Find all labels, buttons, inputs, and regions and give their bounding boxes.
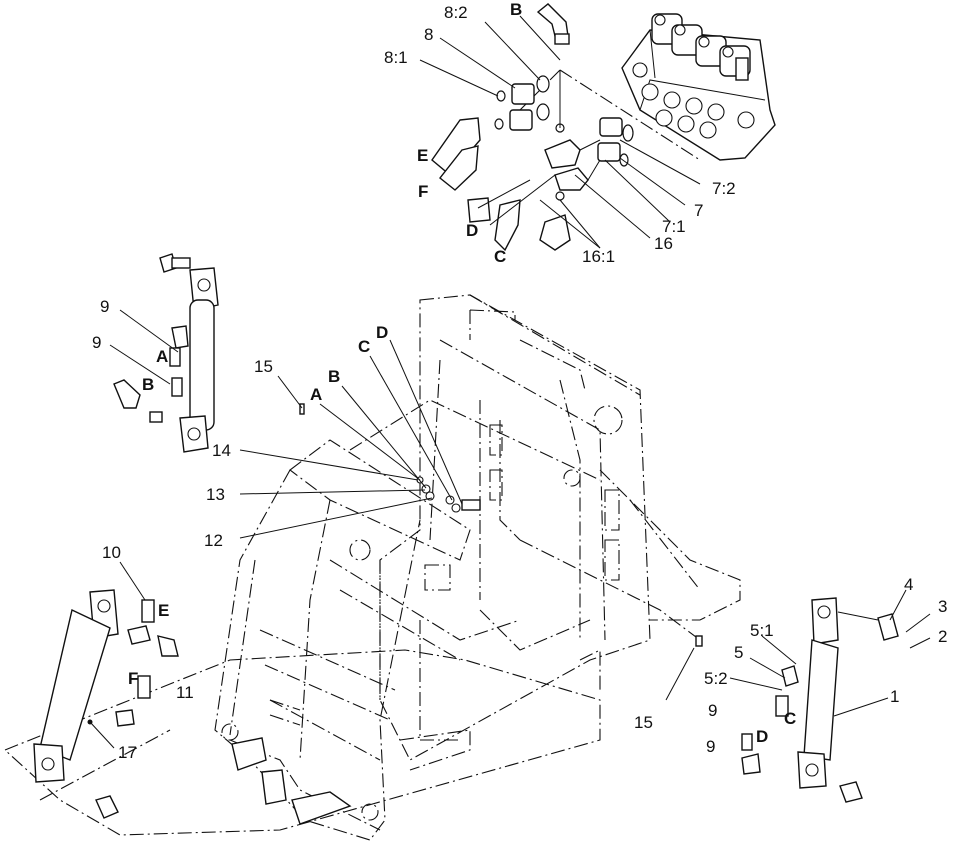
label-1: 1	[890, 687, 899, 706]
label-17: 17	[118, 743, 137, 762]
label-D-frame: D	[376, 323, 388, 342]
label-8-1: 8:1	[384, 48, 408, 67]
label-C-right: C	[784, 709, 796, 728]
label-B-frame: B	[328, 367, 340, 386]
label-16: 16	[654, 234, 673, 253]
control-valve-block	[519, 13, 776, 161]
label-13: 13	[206, 485, 225, 504]
label-15-left: 15	[254, 357, 273, 376]
label-E-top: E	[417, 146, 428, 165]
label-C-top: C	[494, 247, 506, 266]
label-11: 11	[176, 683, 194, 702]
label-A-frame: A	[310, 385, 322, 404]
label-7-1: 7:1	[662, 217, 686, 236]
label-F-top: F	[418, 182, 428, 201]
label-5-1: 5:1	[750, 621, 774, 640]
label-B-cyl: B	[142, 375, 154, 394]
label-3: 3	[938, 597, 947, 616]
label-A-cyl: A	[156, 347, 168, 366]
label-D-right: D	[756, 727, 768, 746]
label-5-2: 5:2	[704, 669, 728, 688]
label-9-right-a: 9	[708, 701, 717, 720]
left-lower-cylinder	[33, 589, 179, 819]
label-5: 5	[734, 643, 743, 662]
right-cylinder	[741, 597, 899, 803]
label-7-2: 7:2	[712, 179, 736, 198]
label-9-upper-a: 9	[100, 297, 109, 316]
left-upper-cylinder	[113, 253, 219, 453]
label-4: 4	[904, 575, 913, 594]
label-8: 8	[424, 25, 433, 44]
label-9-upper-b: 9	[92, 333, 101, 352]
label-E-cyl: E	[158, 601, 169, 620]
label-B-top: B	[510, 0, 522, 19]
label-12: 12	[204, 531, 223, 550]
loader-frame	[3, 294, 741, 841]
callout-labels: B 8:2 8 8:1 E F D C 16:1 16 7:1 7 7:2 9 …	[92, 0, 947, 762]
label-16-1: 16:1	[582, 247, 615, 266]
label-10: 10	[102, 543, 121, 562]
label-8-2: 8:2	[444, 3, 468, 22]
label-14: 14	[212, 441, 231, 460]
label-D-top: D	[466, 221, 478, 240]
label-9-right-b: 9	[706, 737, 715, 756]
frame-fittings	[231, 403, 703, 825]
valve-fittings	[431, 3, 634, 252]
label-15-right: 15	[634, 713, 653, 732]
label-7: 7	[694, 201, 703, 220]
label-F-cyl: F	[128, 669, 138, 688]
label-C-frame: C	[358, 337, 370, 356]
label-2: 2	[938, 627, 947, 646]
leader-lines	[87, 15, 931, 749]
